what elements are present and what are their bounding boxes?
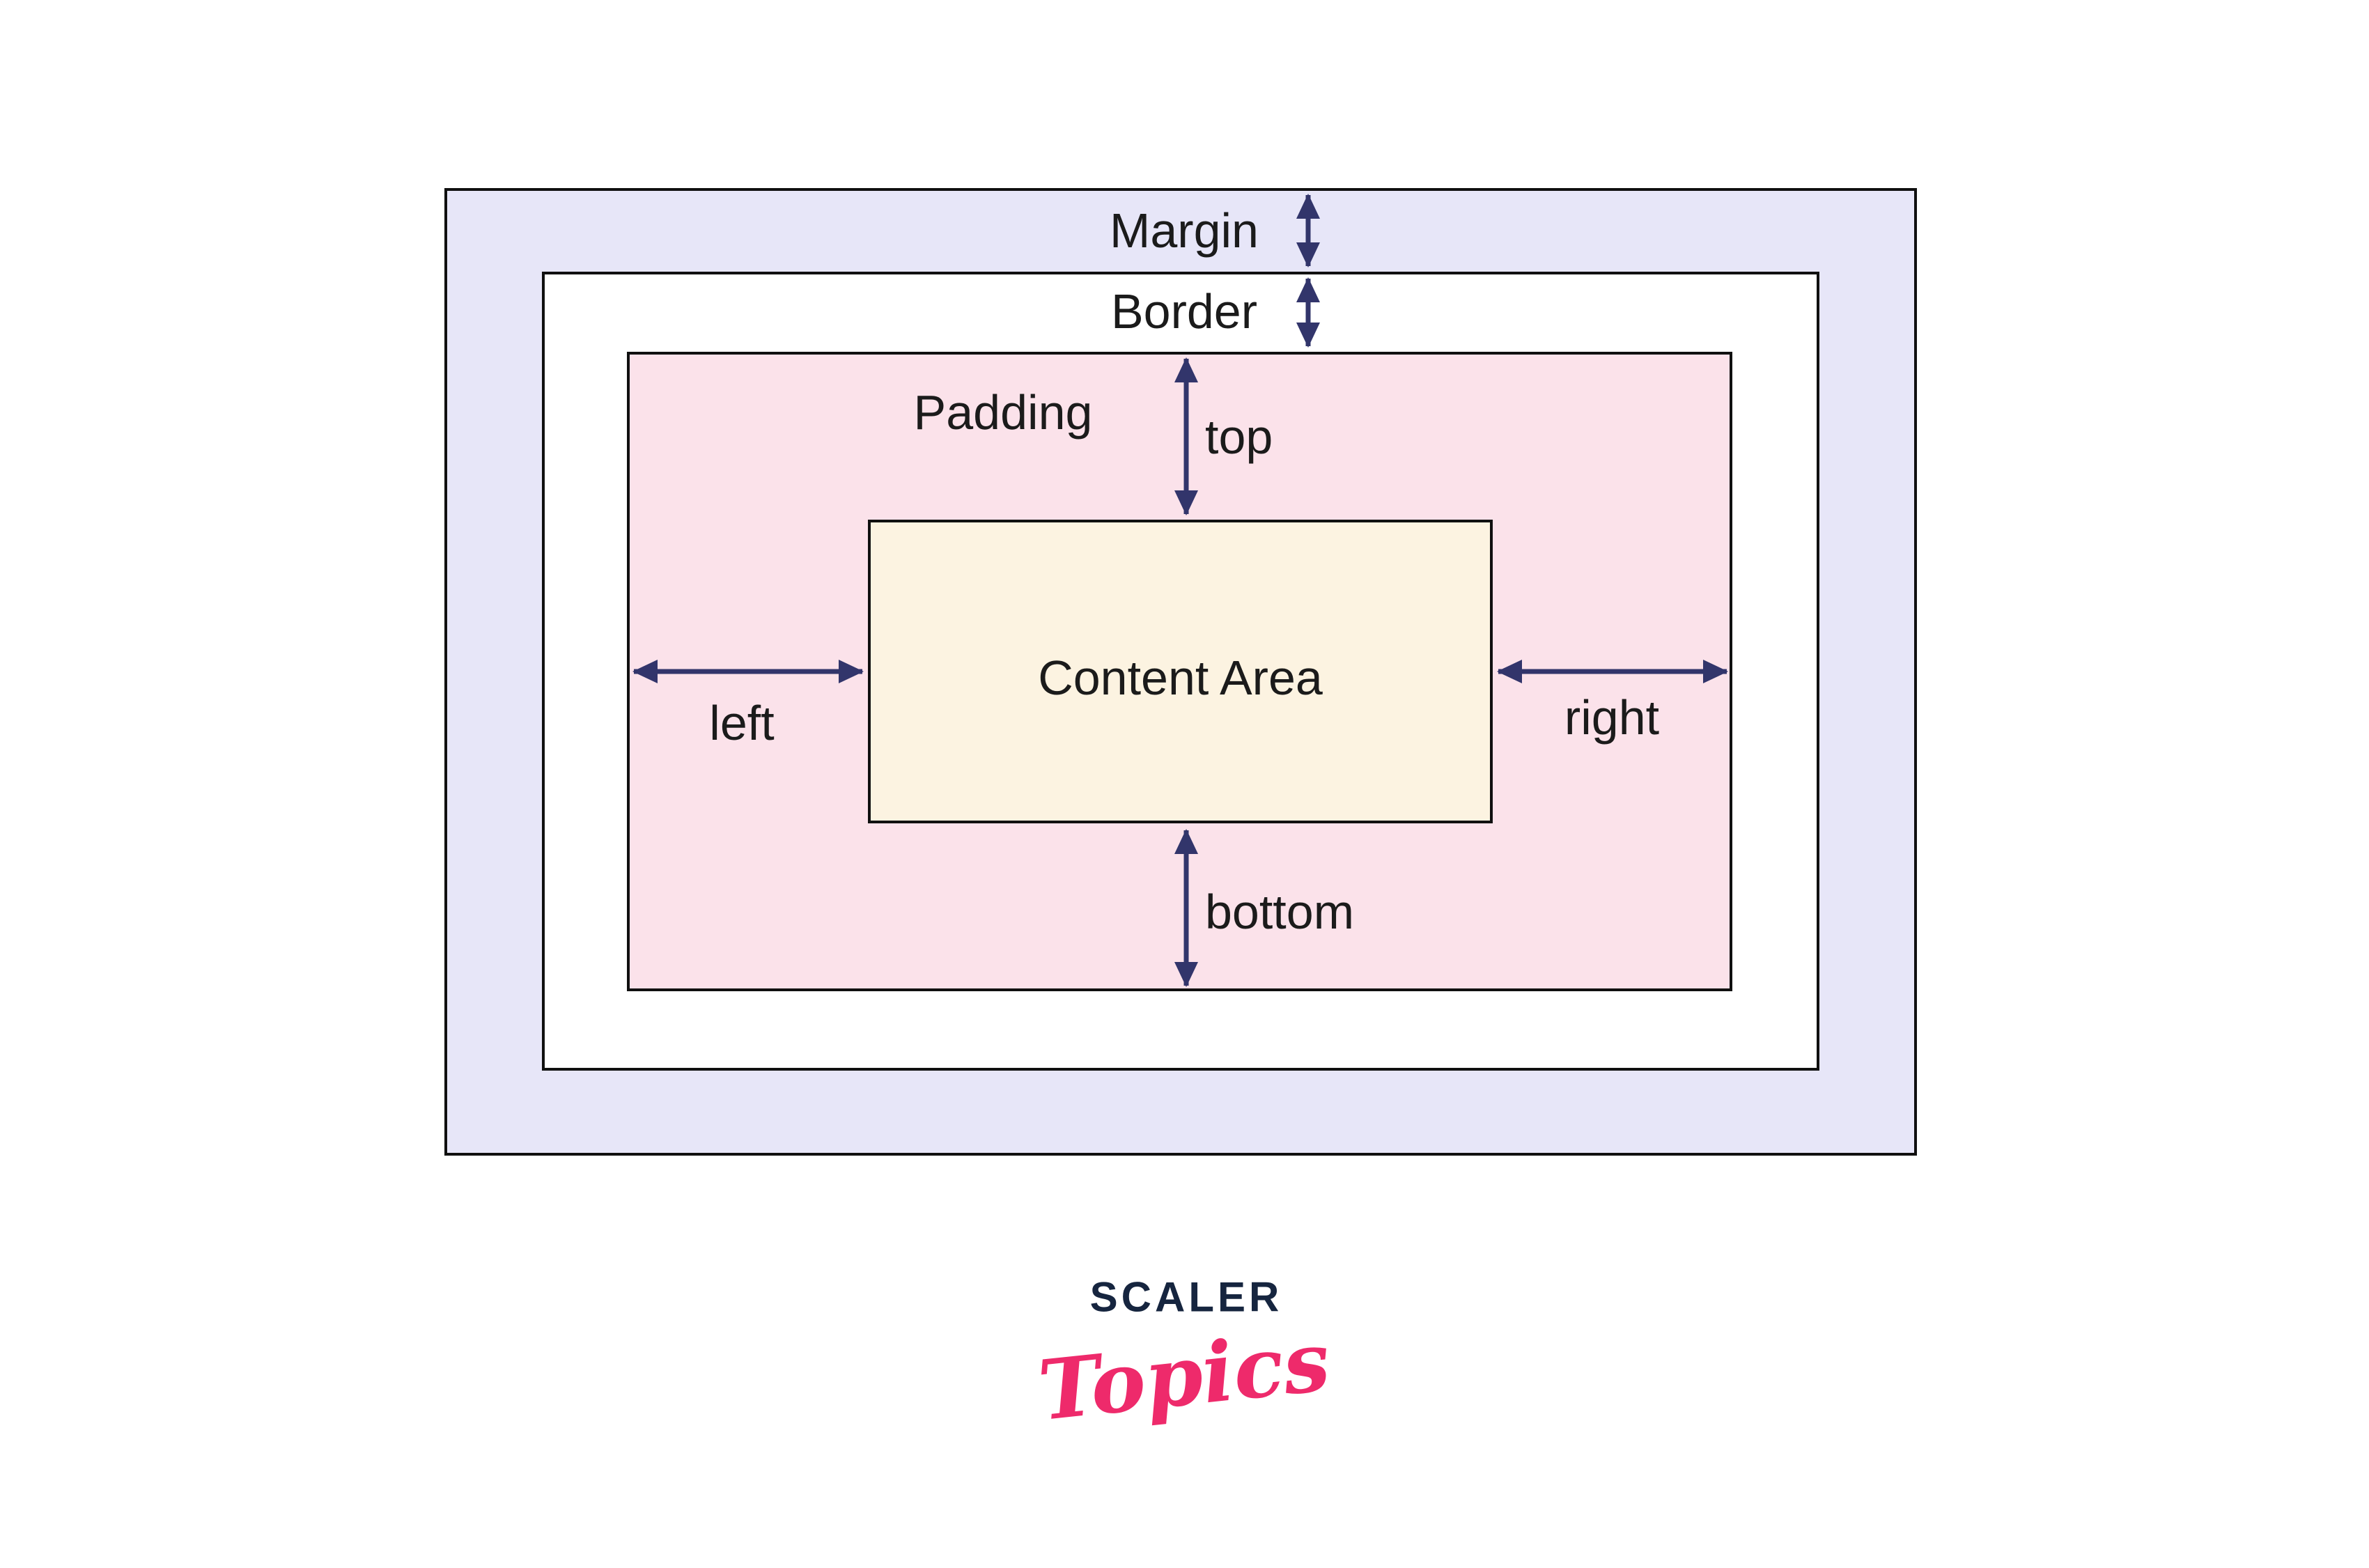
content-area-label: Content Area <box>1038 651 1323 705</box>
padding-right-label: right <box>1564 690 1660 745</box>
padding-top-label: top <box>1205 410 1273 464</box>
logo-brand-text: SCALER <box>1089 1273 1283 1321</box>
margin-label: Margin <box>1110 203 1259 258</box>
logo-sub-text: Topics <box>1034 1312 1335 1439</box>
border-label: Border <box>1110 284 1258 339</box>
content-box: Content Area <box>868 520 1493 823</box>
padding-label: Padding <box>913 385 1093 440</box>
padding-left-label: left <box>709 696 775 750</box>
padding-bottom-label: bottom <box>1205 885 1354 939</box>
